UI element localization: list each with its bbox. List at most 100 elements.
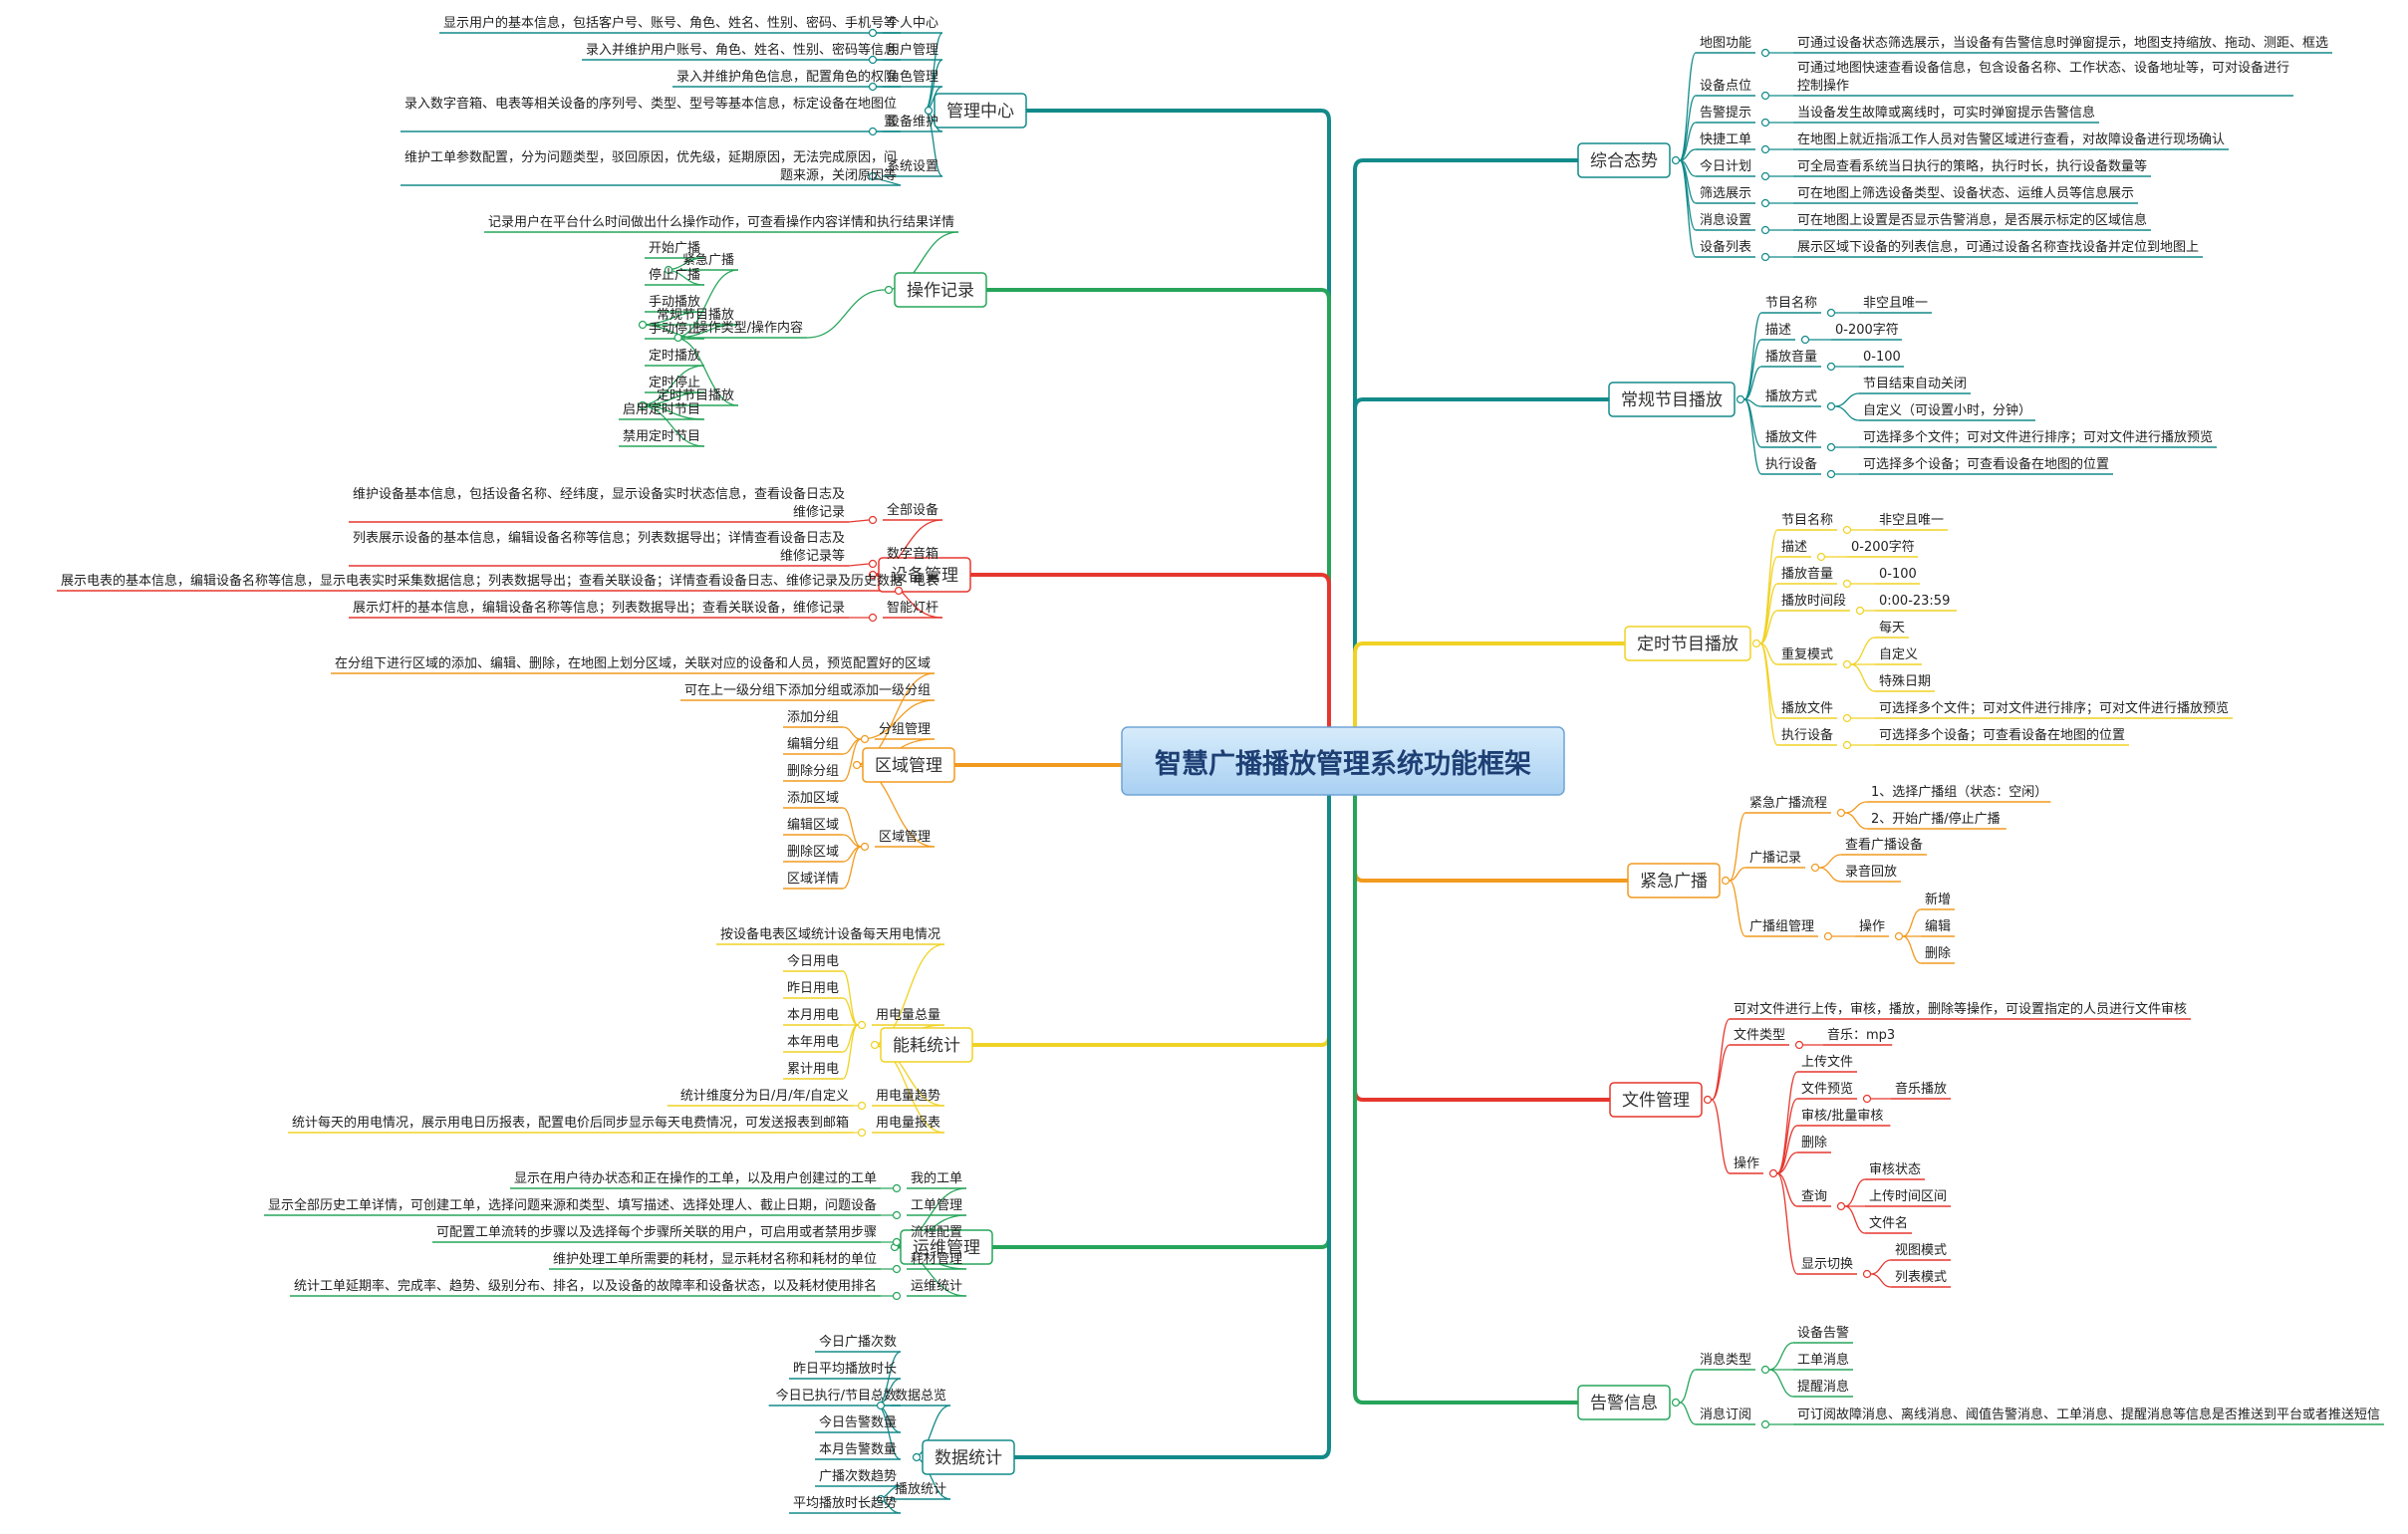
node-label[interactable]: 用户管理 bbox=[887, 42, 938, 58]
collapse-toggle-icon[interactable] bbox=[1826, 308, 1836, 318]
main-topic[interactable]: 告警信息 bbox=[1577, 1385, 1671, 1420]
main-topic[interactable]: 能耗统计 bbox=[880, 1027, 973, 1063]
collapse-toggle-icon[interactable] bbox=[860, 842, 870, 852]
node-label[interactable]: 流程配置 bbox=[911, 1225, 962, 1240]
node-label[interactable]: 紧急广播 bbox=[682, 253, 734, 268]
main-topic[interactable]: 运维管理 bbox=[900, 1229, 993, 1265]
node-label[interactable]: 1、选择广播组（状态：空闲） bbox=[1871, 785, 2047, 800]
collapse-toggle-icon[interactable] bbox=[868, 515, 878, 525]
node-label[interactable]: 2、开始广播/停止广播 bbox=[1871, 811, 2001, 827]
node-label[interactable]: 区域详情 bbox=[787, 872, 839, 887]
collapse-toggle-icon[interactable] bbox=[1842, 659, 1852, 669]
node-label[interactable]: 上传时间区间 bbox=[1869, 1189, 1947, 1204]
main-topic[interactable]: 紧急广播 bbox=[1627, 863, 1721, 898]
collapse-toggle-icon[interactable] bbox=[1760, 1365, 1770, 1375]
node-label[interactable]: 数据总览 bbox=[895, 1388, 946, 1404]
node-label[interactable]: 编辑分组 bbox=[787, 737, 839, 752]
node-label[interactable]: 累计用电 bbox=[787, 1062, 839, 1077]
main-topic[interactable]: 设备管理 bbox=[878, 557, 971, 593]
node-label[interactable]: 工单管理 bbox=[911, 1198, 962, 1213]
collapse-toggle-icon[interactable] bbox=[1862, 1094, 1872, 1104]
node-label[interactable]: 删除分组 bbox=[787, 764, 839, 779]
node-label[interactable]: 在分组下进行区域的添加、编辑、删除，在地图上划分区域，关联对应的设备和人员，预览… bbox=[335, 655, 931, 671]
node-label[interactable]: 广播次数趋势 bbox=[819, 1468, 897, 1484]
node-label[interactable]: 筛选展示 bbox=[1700, 186, 1751, 201]
collapse-toggle-icon[interactable] bbox=[1768, 1168, 1778, 1178]
node-label[interactable]: 重复模式 bbox=[1781, 646, 1833, 662]
collapse-toggle-icon[interactable] bbox=[1842, 579, 1852, 589]
node-label[interactable]: 设备告警 bbox=[1797, 1325, 1849, 1341]
collapse-toggle-icon[interactable] bbox=[1751, 639, 1761, 648]
node-label[interactable]: 编辑 bbox=[1925, 919, 1951, 934]
collapse-toggle-icon[interactable] bbox=[1855, 606, 1865, 616]
node-label[interactable]: 录音回放 bbox=[1845, 864, 1897, 880]
node-label[interactable]: 昨日平均播放时长 bbox=[793, 1362, 897, 1377]
node-label[interactable]: 显示切换 bbox=[1801, 1257, 1853, 1272]
node-label[interactable]: 视图模式 bbox=[1895, 1243, 1947, 1258]
node-label[interactable]: 描述 bbox=[1781, 540, 1807, 555]
node-label[interactable]: 手动停止 bbox=[649, 321, 700, 337]
collapse-toggle-icon[interactable] bbox=[1671, 155, 1681, 165]
central-topic[interactable]: 智慧广播播放管理系统功能框架 bbox=[1121, 726, 1565, 796]
node-label[interactable]: 耗材管理 bbox=[911, 1252, 962, 1267]
collapse-toggle-icon[interactable] bbox=[868, 127, 878, 136]
collapse-toggle-icon[interactable] bbox=[673, 333, 682, 343]
node-label[interactable]: 广播组管理 bbox=[1749, 919, 1814, 934]
collapse-toggle-icon[interactable] bbox=[1842, 525, 1852, 535]
node-label[interactable]: 可对文件进行上传，审核，播放，删除等操作，可设置指定的人员进行文件审核 bbox=[1734, 1001, 2187, 1017]
collapse-toggle-icon[interactable] bbox=[912, 1452, 922, 1462]
collapse-toggle-icon[interactable] bbox=[1826, 442, 1836, 452]
node-label[interactable]: 工单消息 bbox=[1797, 1352, 1849, 1368]
node-label[interactable]: 文件预览 bbox=[1801, 1081, 1853, 1097]
main-topic[interactable]: 文件管理 bbox=[1609, 1082, 1703, 1118]
collapse-toggle-icon[interactable] bbox=[868, 559, 878, 569]
collapse-toggle-icon[interactable] bbox=[857, 1101, 867, 1111]
collapse-toggle-icon[interactable] bbox=[1736, 394, 1745, 404]
node-label[interactable]: 描述 bbox=[1765, 323, 1791, 338]
node-label[interactable]: 常规节目播放 bbox=[657, 308, 734, 323]
main-topic[interactable]: 区域管理 bbox=[862, 747, 955, 783]
node-label[interactable]: 执行设备 bbox=[1765, 456, 1817, 472]
main-topic[interactable]: 管理中心 bbox=[934, 93, 1027, 128]
node-label[interactable]: 列表模式 bbox=[1895, 1270, 1947, 1285]
collapse-toggle-icon[interactable] bbox=[1760, 144, 1770, 154]
collapse-toggle-icon[interactable] bbox=[638, 400, 648, 410]
node-label[interactable]: 广播记录 bbox=[1749, 851, 1801, 866]
collapse-toggle-icon[interactable] bbox=[1760, 48, 1770, 58]
collapse-toggle-icon[interactable] bbox=[1836, 1201, 1846, 1211]
node-label[interactable]: 告警提示 bbox=[1700, 105, 1751, 121]
node-label[interactable]: 全部设备 bbox=[887, 502, 938, 518]
collapse-toggle-icon[interactable] bbox=[638, 320, 648, 330]
collapse-toggle-icon[interactable] bbox=[1760, 252, 1770, 262]
collapse-toggle-icon[interactable] bbox=[1760, 198, 1770, 208]
node-label[interactable]: 用电量趋势 bbox=[876, 1088, 940, 1104]
node-label[interactable]: 数字音箱 bbox=[887, 546, 938, 562]
collapse-toggle-icon[interactable] bbox=[860, 734, 870, 744]
node-label[interactable]: 定时节目播放 bbox=[657, 388, 734, 403]
collapse-toggle-icon[interactable] bbox=[1826, 401, 1836, 411]
collapse-toggle-icon[interactable] bbox=[924, 106, 934, 116]
node-label[interactable]: 特殊日期 bbox=[1879, 674, 1931, 689]
node-label[interactable]: 可在上一级分组下添加分组或添加一级分组 bbox=[684, 683, 931, 698]
node-label[interactable]: 今日告警数量 bbox=[819, 1414, 897, 1430]
collapse-toggle-icon[interactable] bbox=[892, 1210, 902, 1220]
collapse-toggle-icon[interactable] bbox=[1842, 713, 1852, 723]
collapse-toggle-icon[interactable] bbox=[1760, 1419, 1770, 1429]
collapse-toggle-icon[interactable] bbox=[892, 1264, 902, 1274]
node-label[interactable]: 设备维护 bbox=[887, 114, 938, 129]
node-label[interactable]: 播放文件 bbox=[1765, 430, 1817, 445]
node-label[interactable]: 执行设备 bbox=[1781, 727, 1833, 743]
node-label[interactable]: 按设备电表区域统计设备每天用电情况 bbox=[720, 926, 940, 942]
node-label[interactable]: 区域管理 bbox=[879, 830, 931, 845]
collapse-toggle-icon[interactable] bbox=[1816, 552, 1826, 562]
node-label[interactable]: 个人中心 bbox=[887, 16, 938, 31]
collapse-toggle-icon[interactable] bbox=[857, 1128, 867, 1138]
node-label[interactable]: 平均播放时长趋势 bbox=[793, 1495, 897, 1511]
collapse-toggle-icon[interactable] bbox=[1721, 876, 1731, 886]
collapse-toggle-icon[interactable] bbox=[868, 171, 878, 181]
node-label[interactable]: 自定义 bbox=[1879, 647, 1918, 662]
node-label[interactable]: 删除 bbox=[1801, 1136, 1827, 1150]
node-label[interactable]: 电表 bbox=[913, 574, 938, 589]
node-label[interactable]: 自定义（可设置小时，分钟） bbox=[1863, 402, 2031, 418]
node-label[interactable]: 本月告警数量 bbox=[819, 1441, 897, 1457]
